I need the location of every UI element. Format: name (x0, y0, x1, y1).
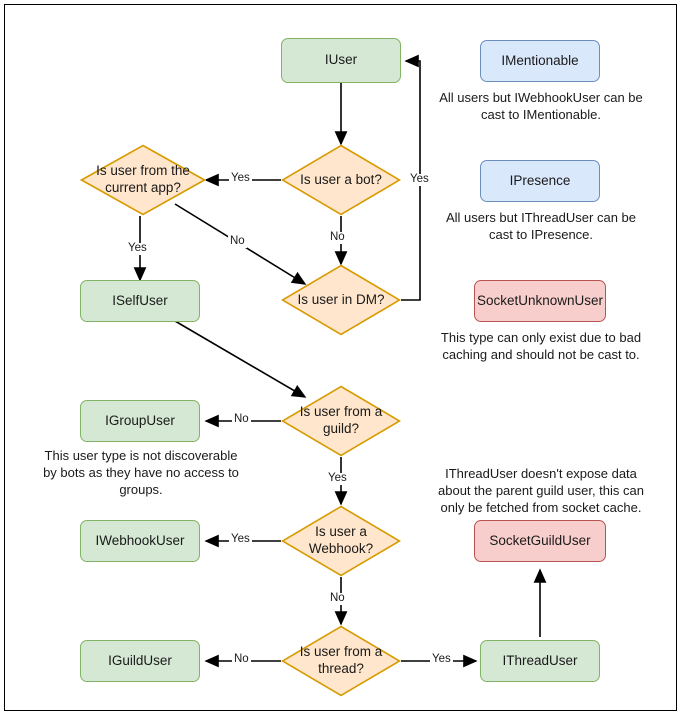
diamond-shape-icon (281, 264, 401, 336)
decision-from-guild-label: Is user from a guild? (299, 404, 383, 436)
decision-is-bot[interactable]: Is user a bot? (281, 144, 401, 216)
diagram-border (4, 4, 677, 711)
edge-label-app-yes: Yes (126, 242, 149, 255)
edge-label-bot-no: No (328, 231, 347, 244)
decision-from-thread-label: Is user from a thread? (299, 644, 383, 676)
diamond-shape-icon (281, 625, 401, 697)
node-imentionable-label: IMentionable (501, 52, 579, 68)
decision-is-webhook-label: Is user a Webhook? (308, 524, 374, 556)
note-ithreaduser: IThreadUser doesn't expose data about th… (438, 466, 644, 515)
node-iselfuser-label: ISelfUser (112, 292, 168, 308)
node-igroupuser-label: IGroupUser (105, 412, 175, 428)
edge-label-guild-yes: Yes (326, 472, 349, 485)
diamond-shape-icon (281, 144, 401, 216)
node-ipresence-label: IPresence (509, 172, 571, 188)
decision-is-webhook[interactable]: Is user a Webhook? (281, 505, 401, 577)
note-socketunknownuser: This type can only exist due to bad cach… (440, 330, 642, 362)
decision-from-current-app-label: Is user from the current app? (96, 163, 190, 195)
decision-in-dm[interactable]: Is user in DM? (281, 264, 401, 336)
edge-label-app-no: No (228, 235, 247, 248)
decision-in-dm-label: Is user in DM? (297, 291, 385, 307)
node-socketguilduser-label: SocketGuildUser (489, 532, 591, 548)
edge-label-guild-no: No (232, 413, 251, 426)
decision-is-bot-label: Is user a bot? (300, 171, 382, 187)
edge-label-webhook-yes: Yes (229, 533, 252, 546)
note-ipresence: All users but IThreadUser can be cast to… (445, 210, 637, 242)
node-iwebhookuser[interactable]: IWebhookUser (80, 520, 200, 562)
node-iguilduser[interactable]: IGuildUser (80, 640, 200, 682)
node-socketunknownuser-label: SocketUnknownUser (476, 292, 604, 308)
node-imentionable[interactable]: IMentionable (480, 40, 600, 82)
note-igroupuser: This user type is not discoverable by bo… (43, 448, 239, 497)
edge-label-thread-yes: Yes (430, 653, 453, 666)
diamond-shape-icon (281, 385, 401, 457)
diamond-shape-icon (281, 505, 401, 577)
node-ithreaduser-label: IThreadUser (502, 652, 578, 668)
note-imentionable: All users but IWebhookUser can be cast t… (439, 90, 643, 122)
decision-from-current-app[interactable]: Is user from the current app? (80, 144, 206, 216)
node-ithreaduser[interactable]: IThreadUser (480, 640, 600, 682)
node-igroupuser[interactable]: IGroupUser (80, 400, 200, 442)
diamond-shape-icon (80, 144, 206, 216)
node-socketguilduser[interactable]: SocketGuildUser (474, 520, 606, 562)
node-ipresence[interactable]: IPresence (480, 160, 600, 202)
node-iuser-label: IUser (324, 52, 358, 68)
edge-label-thread-no: No (232, 653, 251, 666)
decision-from-guild[interactable]: Is user from a guild? (281, 385, 401, 457)
edge-label-bot-yes: Yes (229, 172, 252, 185)
node-iselfuser[interactable]: ISelfUser (80, 280, 200, 322)
node-iuser[interactable]: IUser (281, 38, 401, 83)
edge-label-webhook-no: No (328, 592, 347, 605)
decision-from-thread[interactable]: Is user from a thread? (281, 625, 401, 697)
edge-label-dm-yes: Yes (408, 173, 431, 186)
node-iguilduser-label: IGuildUser (108, 652, 172, 668)
node-socketunknownuser[interactable]: SocketUnknownUser (474, 280, 606, 322)
node-iwebhookuser-label: IWebhookUser (95, 532, 185, 548)
